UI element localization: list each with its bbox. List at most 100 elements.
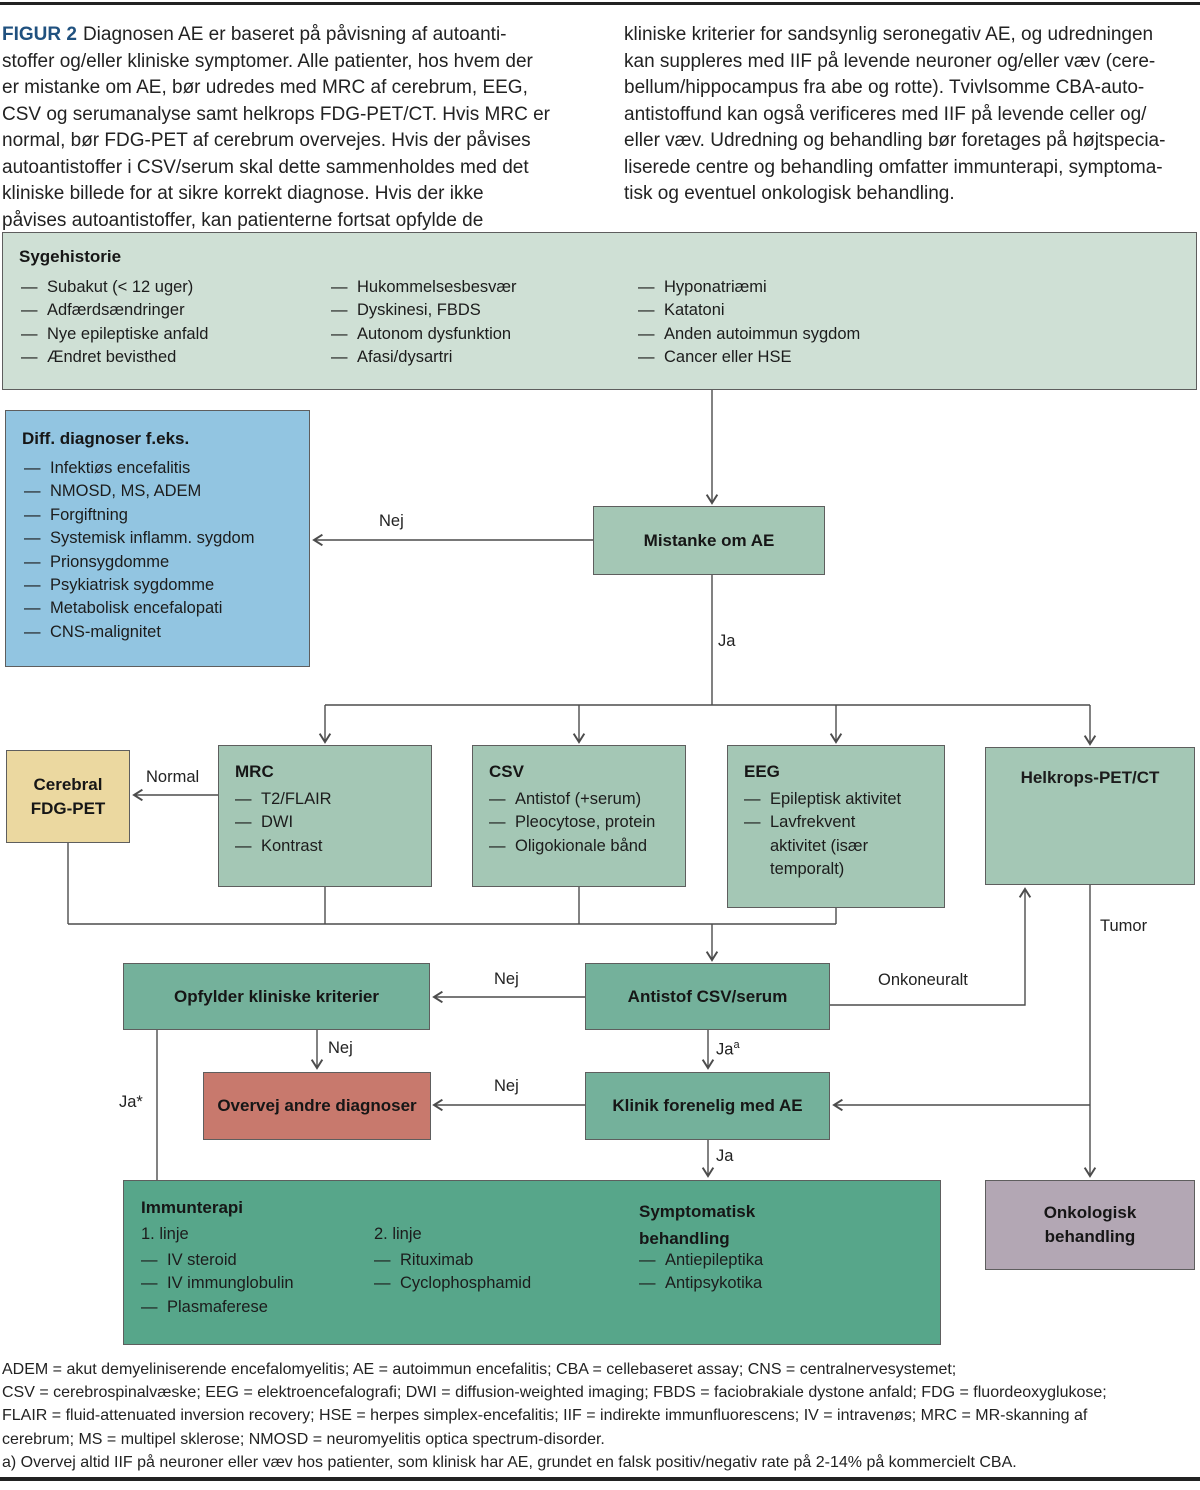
dash-bullet: — [638, 278, 655, 296]
dash-bullet: — [331, 324, 348, 343]
intro-line: normal, bør FDG-PET af cerebrum overveje… [2, 130, 531, 151]
dash-bullet: — [21, 301, 38, 320]
list-item: —Psykiatrisk sygdomme [24, 574, 254, 597]
csv-title: CSV [489, 762, 524, 781]
dash-bullet: — [639, 1274, 656, 1293]
dash-bullet: — [744, 790, 761, 808]
list-item-text: DWI [261, 813, 294, 832]
edge-label-nej-klinik: Nej [494, 1077, 519, 1095]
list-item: —Hukommelsesbesvær [331, 276, 517, 299]
list-item-text: Dyskinesi, FBDS [357, 301, 481, 320]
list-item: — DWI [235, 811, 332, 834]
list-item: — Autonom dysfunktion [331, 323, 517, 346]
dash-bullet: — [235, 813, 252, 832]
symptomatisk-behandling-title: Symptomatisk behandling [639, 1198, 755, 1252]
list-item-text: Cyclophosphamid [400, 1274, 532, 1293]
list-item: — Epileptisk aktivitet [744, 788, 901, 811]
bottom-rule [0, 1477, 1200, 1481]
list-item: —Oligokionale bånd [489, 835, 655, 858]
list-item: — Rituximab [374, 1249, 531, 1272]
dash-bullet: — [235, 790, 252, 808]
list-item: — Hyponatriæmi [638, 276, 860, 299]
abbreviation-line: CSV = cerebrospinalvæske; EEG = elektroe… [2, 1384, 1107, 1402]
list-item-text: Hyponatriæmi [664, 278, 767, 296]
list-item: —Anden autoimmun sygdom [638, 323, 860, 346]
antistof-csv-serum-box: Antistof CSV/serum [585, 963, 830, 1030]
list-item-text: Katatoni [664, 301, 725, 320]
opfylder-kliniske-kriterier-box: Opfylder kliniske kriterier [123, 963, 430, 1030]
mistanke-om-ae-box: Mistanke om AE [593, 506, 825, 575]
list-item: —CNS-malignitet [24, 621, 254, 644]
intro-line: kliniske billede for at sikre korrekt di… [2, 183, 484, 204]
list-item: —Plasmaferese [141, 1296, 294, 1319]
immunterapi-line2-label: 2. linje [374, 1225, 422, 1243]
diff-diagnoser-box: Diff. diagnoser f.eks. —Infektiøs encefa… [5, 410, 310, 667]
list-item-text: Kontrast [261, 836, 323, 855]
helkrops-pet-ct-label: Helkrops-PET/CT [1020, 768, 1160, 787]
onkologisk-behandling-box: Onkologisk behandling [985, 1180, 1195, 1270]
dash-bullet: — [24, 552, 41, 571]
list-item-text: Epileptisk aktivitet [770, 790, 902, 808]
list-item-text: Nye epileptiske anfald [47, 324, 209, 343]
symptomatisk-list: —Antiepileptika —Antipsykotika [639, 1249, 763, 1296]
edge-label-ja-a-base: Ja [716, 1040, 734, 1059]
list-item: —IV steroid [141, 1249, 294, 1272]
figure-label: FIGUR 2 [2, 24, 77, 45]
list-item-text: Antiepileptika [665, 1251, 764, 1269]
list-item-text: Pleocytose, protein [515, 813, 656, 832]
intro-line: bellum/hippocampus fra abe og rotte). Tv… [624, 77, 1145, 98]
edge-label-onkoneuralt: Onkoneuralt [878, 971, 968, 989]
list-item: —Cyclophosphamid [374, 1272, 531, 1295]
dash-bullet: — [24, 529, 41, 548]
list-item: —Cancer eller HSE [638, 346, 860, 369]
cerebral-fdg-pet-line: Cerebral [33, 774, 103, 794]
intro-text: Diagnosen AE er baseret på påvisning af … [82, 24, 507, 45]
list-item-text: Afasi/dysartri [357, 348, 453, 367]
dash-bullet: — [638, 348, 655, 367]
cerebral-fdg-pet-box: Cerebral FDG-PET [6, 750, 130, 843]
list-item-text: Forgiftning [50, 505, 128, 524]
list-item-text: Antistof (+serum) [515, 790, 642, 808]
mistanke-om-ae-label: Mistanke om AE [643, 530, 775, 550]
dash-bullet: — [24, 622, 41, 641]
list-item-text: Autonom dysfunktion [357, 324, 512, 343]
list-item: —Katatoni [638, 299, 860, 322]
list-item-text: Rituximab [400, 1251, 474, 1269]
list-item-text: Infektiøs encefalitis [50, 459, 191, 477]
edge-label-ja-a: Jaa [716, 1039, 740, 1060]
intro-line: CSV og serumanalyse samt helkrops FDG-PE… [2, 103, 550, 125]
edge-label-ja-klinik: Ja [716, 1147, 734, 1165]
klinik-forenelig-med-ae-label: Klinik forenelig med AE [612, 1096, 803, 1115]
dash-bullet: — [374, 1251, 391, 1269]
list-item-text: IV immunglobulin [167, 1274, 294, 1293]
intro-line: påvises autoantistoffer, kan patienterne… [2, 209, 484, 231]
dash-bullet: — [141, 1251, 158, 1269]
dash-bullet: — [489, 790, 506, 808]
sygehistorie-column-3: —Hyponatriæmi —Katatoni —Anden autoimmun… [638, 276, 860, 370]
edge-label-ja-star: Ja* [119, 1093, 143, 1111]
helkrops-pet-ct-box: Helkrops-PET/CT [985, 747, 1195, 885]
abbreviation-line: cerebrum; MS = multipel sklerose; NMOSD … [2, 1430, 605, 1448]
list-item-text: T2/FLAIR [261, 790, 332, 808]
list-item: —Adfærdsændringer [21, 299, 208, 322]
abbreviation-key: ADEM = akut demyeliniserende encefalomye… [2, 1358, 1107, 1474]
dash-bullet: — [331, 348, 348, 367]
list-item-text: Anden autoimmun sygdom [664, 324, 861, 343]
intro-right-column: kliniske kriterier for sandsynlig serone… [624, 22, 1165, 208]
list-item: —Kontrast [235, 835, 332, 858]
intro-line: tisk og eventuel onkologisk behandling. [624, 183, 955, 204]
abbreviation-line: ADEM = akut demyeliniserende encefalomye… [2, 1361, 957, 1378]
sygehistorie-title: Sygehistorie [19, 247, 122, 266]
intro-line: eller væv. Udredning og behandling bør f… [624, 130, 1166, 151]
eeg-title: EEG [744, 762, 780, 781]
immunterapi-behandling-box: Immunterapi 1. linje 2. linje —IV steroi… [123, 1180, 941, 1345]
list-item: —IV immunglobulin [141, 1272, 294, 1295]
list-item-text: Prionsygdomme [50, 552, 170, 571]
cerebral-fdg-pet-line: FDG-PET [30, 798, 106, 818]
symptomatisk-title-line: Symptomatisk [639, 1202, 756, 1221]
immunterapi-line1-list: —IV steroid —IV immunglobulin —Plasmafer… [141, 1249, 294, 1319]
intro-line: autoantistoffer i CSV/serum skal dette s… [2, 156, 529, 178]
list-item-text: Ændret bevisthed [47, 348, 177, 367]
